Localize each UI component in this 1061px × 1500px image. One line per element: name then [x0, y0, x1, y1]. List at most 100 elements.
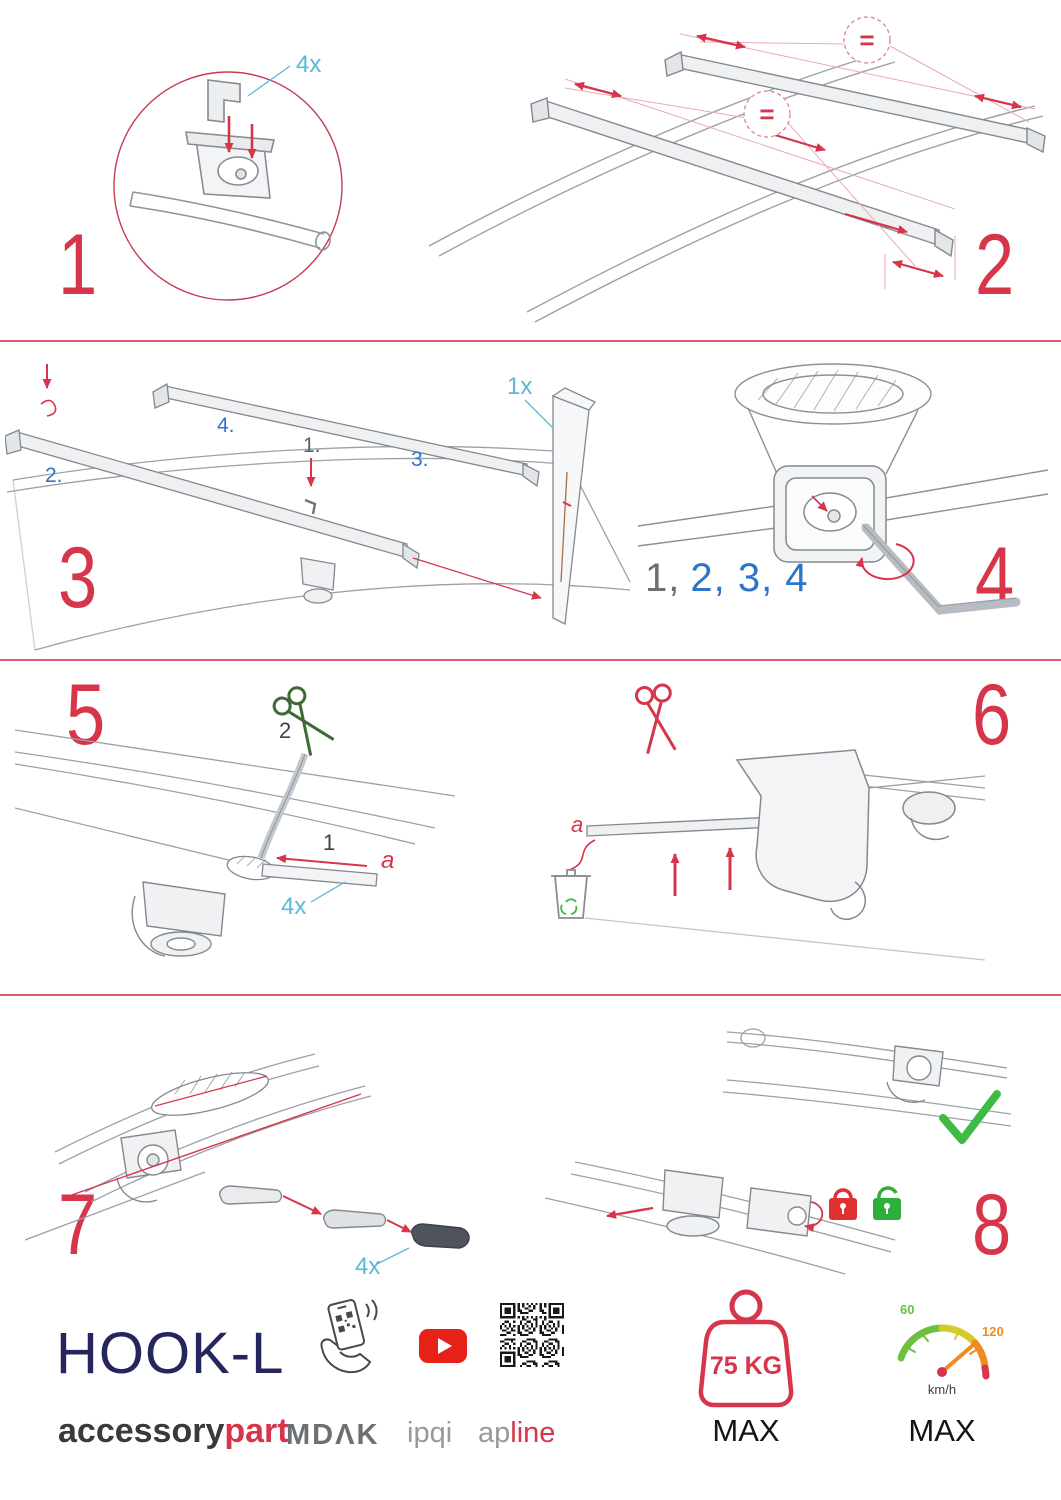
step3-qty-label: 1x — [507, 373, 532, 400]
insert-arrows — [224, 116, 257, 159]
bracket-part-drawing — [207, 79, 241, 123]
order-label-3: 3. — [411, 448, 429, 471]
weight-icon: 75 KG — [698, 1289, 794, 1408]
roof-rails-drawing — [428, 51, 1044, 323]
qty-leader-line — [247, 65, 291, 97]
step-1-illustration: 4x — [113, 51, 343, 301]
top-crossbar-drawing — [664, 50, 1046, 154]
clamp-drawing — [116, 1129, 182, 1203]
step-7-illustration: 4x — [25, 1053, 470, 1280]
step-5-number: 5 — [66, 667, 106, 763]
step7-qty-label: 4x — [355, 1253, 380, 1280]
a-label: a — [381, 847, 394, 874]
a-label: a — [571, 812, 583, 837]
qty-leader-line — [524, 399, 554, 429]
step-6-number: 6 — [972, 667, 1012, 763]
speed-60-label: 60 — [900, 1302, 914, 1317]
section-divider — [0, 340, 1061, 342]
order-label-2: 2. — [45, 464, 63, 487]
scissors-icon — [634, 683, 677, 755]
clamp-top-drawing — [886, 1045, 944, 1103]
rail-section-drawing — [637, 363, 1049, 547]
allen-key-icon — [861, 523, 1021, 615]
needle — [940, 1344, 974, 1374]
equal-badge: = — [843, 16, 891, 64]
brand-part: part — [224, 1412, 289, 1450]
step-2-number: 2 — [975, 217, 1015, 313]
scan-phone-icon — [320, 1299, 378, 1374]
step-8-number: 8 — [972, 1177, 1012, 1273]
sequence-next: 2, 3, 4 — [690, 556, 809, 600]
trash-bin-icon — [551, 869, 591, 919]
sequence-current: 1, — [645, 556, 681, 600]
qty-leader-line — [310, 881, 346, 903]
speed-max-label: MAX — [908, 1413, 976, 1448]
pull-arrow — [276, 854, 368, 867]
lock-arrows — [606, 1201, 824, 1233]
scissors-icon — [272, 686, 335, 756]
scrap-curl — [568, 839, 596, 871]
guide-lines — [564, 33, 1036, 289]
speedometer-icon: 60 120 km/h — [897, 1302, 1004, 1397]
speed-120-label: 120 — [982, 1324, 1004, 1339]
front-bar-drawing — [5, 429, 420, 570]
step-3-number: 3 — [58, 530, 98, 626]
tighten-sequence: 1,2, 3, 4 — [645, 556, 809, 601]
step5-qty-label: 4x — [281, 893, 306, 920]
opening-drawing — [151, 1071, 269, 1116]
recycle-icon — [560, 898, 578, 915]
clamps-bottom-drawing — [662, 1169, 812, 1237]
equal-badge: = — [743, 90, 791, 138]
youtube-icon — [419, 1329, 467, 1363]
logo-ap: ap — [478, 1417, 511, 1449]
product-name: HOOK-L — [56, 1321, 285, 1386]
measure-arrows — [574, 33, 1022, 278]
step1-qty-label: 4x — [296, 51, 321, 78]
qty-leader-line — [376, 1247, 410, 1265]
rail-drawing — [15, 729, 456, 865]
step-5-illustration: 1 a 2 4x — [15, 686, 456, 957]
equal-sign: = — [859, 25, 874, 55]
weight-max-label: MAX — [712, 1413, 780, 1448]
checkmark-icon — [939, 1090, 1001, 1144]
step-6-illustration: a — [551, 683, 985, 961]
magnifier-circle — [113, 71, 343, 301]
pull-label: 1 — [323, 830, 335, 855]
max-weight-value: 75 KG — [710, 1352, 782, 1380]
step-8-illustration — [544, 1028, 1012, 1275]
qr-code — [500, 1303, 564, 1367]
step-3-illustration: 2. 4. 1. 3. 1x — [5, 364, 631, 651]
allen-key-icon — [304, 498, 317, 515]
logo-line: line — [510, 1417, 556, 1449]
insert-line — [62, 1093, 362, 1199]
section-divider — [0, 659, 1061, 661]
tool-stick-drawing — [551, 387, 597, 625]
bottom-crossbar-drawing — [530, 97, 954, 258]
step-4-illustration — [637, 363, 1049, 615]
screw-pointer — [811, 495, 828, 512]
logo-ipqi: ipqi — [407, 1417, 453, 1449]
assembled-rail-drawing — [722, 1028, 1012, 1127]
brand-logo: accessorypart — [58, 1412, 289, 1451]
step-1-number: 1 — [58, 217, 98, 313]
cut-label: 2 — [279, 718, 291, 743]
end-caps-drawing — [219, 1185, 470, 1249]
order-label-1: 1. — [303, 434, 321, 457]
section-divider — [0, 994, 1061, 996]
clamp-drawing — [131, 881, 226, 957]
padlock-open-icon — [873, 1186, 901, 1220]
padlock-closed-icon — [829, 1188, 857, 1220]
foot-drawing — [735, 749, 956, 920]
logo-apline: apline — [478, 1417, 555, 1450]
brand-accessory: accessory — [58, 1412, 225, 1450]
crossbar-drawing — [129, 191, 331, 251]
action-arrows — [40, 364, 542, 600]
cap-arrows — [282, 1195, 412, 1233]
foot-drawing — [300, 557, 336, 604]
push-arrows — [670, 847, 735, 896]
clamp-drawing — [773, 465, 887, 563]
equal-sign: = — [759, 99, 774, 129]
rear-bar-drawing — [152, 382, 540, 488]
rotate-arrow — [855, 543, 915, 581]
